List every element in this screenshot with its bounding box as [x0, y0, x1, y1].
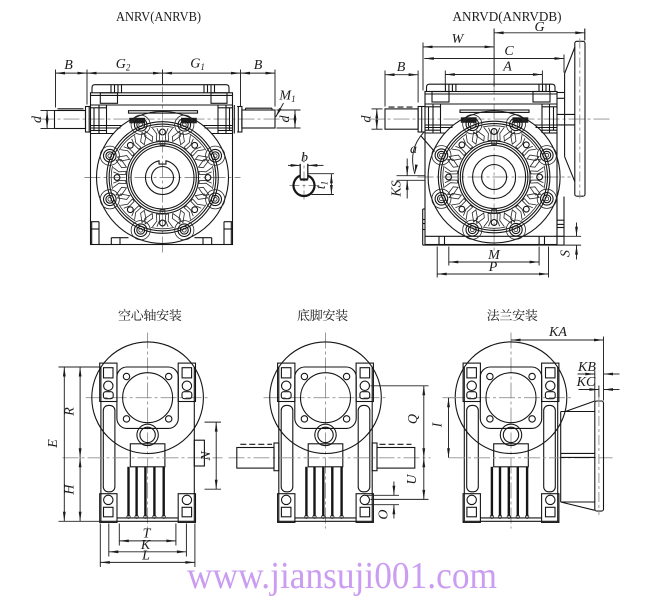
svg-text:KA: KA — [548, 325, 567, 340]
svg-text:I: I — [430, 421, 445, 428]
svg-text:b: b — [301, 151, 308, 166]
svg-text:Q: Q — [406, 414, 421, 424]
svg-text:W: W — [452, 32, 465, 47]
svg-text:M: M — [487, 248, 501, 263]
svg-text:B: B — [64, 58, 73, 73]
svg-text:ANRVD(ANRVDB): ANRVD(ANRVDB) — [453, 10, 562, 25]
svg-text:t1: t1 — [314, 181, 330, 189]
svg-text:T: T — [143, 527, 152, 542]
svg-text:KC: KC — [576, 375, 596, 390]
svg-text:P: P — [488, 260, 498, 275]
svg-text:ANRV(ANRVB): ANRV(ANRVB) — [116, 10, 201, 25]
svg-text:R: R — [63, 407, 78, 417]
svg-text:S: S — [559, 250, 574, 257]
svg-text:G: G — [534, 20, 544, 35]
svg-text:a: a — [410, 142, 417, 157]
svg-text:B: B — [397, 60, 406, 75]
svg-text:A: A — [502, 60, 512, 75]
svg-text:O: O — [377, 509, 392, 519]
svg-text:d: d — [360, 115, 375, 123]
svg-text:E: E — [46, 439, 61, 449]
svg-text:N: N — [199, 451, 214, 462]
svg-text:K: K — [140, 538, 151, 553]
svg-text:L: L — [141, 548, 150, 563]
svg-text:KB: KB — [577, 360, 596, 375]
svg-text:C: C — [504, 44, 514, 59]
svg-text:H: H — [62, 484, 77, 496]
svg-text:U: U — [405, 474, 420, 485]
svg-text:www.jiansuji001.com: www.jiansuji001.com — [187, 555, 497, 597]
svg-text:d: d — [30, 115, 45, 123]
svg-text:d: d — [278, 115, 293, 123]
svg-text:B: B — [254, 58, 263, 73]
svg-text:KS: KS — [390, 180, 405, 197]
